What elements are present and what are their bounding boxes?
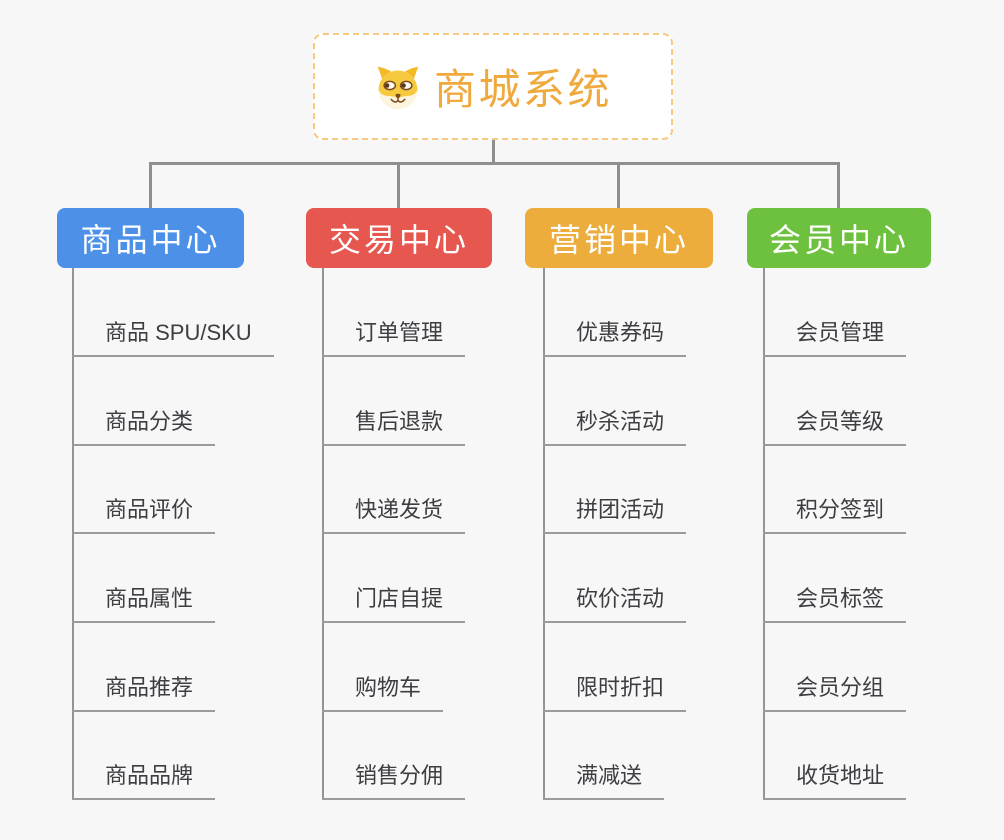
leaf-node[interactable]: 商品 SPU/SKU <box>72 320 274 357</box>
branch-drop-connector <box>397 163 400 209</box>
leaf-node[interactable]: 商品品牌 <box>72 763 216 800</box>
leaf-node[interactable]: 满减送 <box>543 763 665 800</box>
leaf-node[interactable]: 销售分佣 <box>322 763 466 800</box>
leaf-node[interactable]: 快递发货 <box>322 497 466 534</box>
branch-drop-connector <box>617 163 620 209</box>
children-spine-connector <box>543 268 545 800</box>
leaf-node[interactable]: 会员等级 <box>763 409 907 446</box>
branch-drop-connector <box>149 163 152 209</box>
children-spine-connector <box>322 268 324 800</box>
leaf-node[interactable]: 会员管理 <box>763 320 907 357</box>
leaf-node[interactable]: 商品推荐 <box>72 675 216 712</box>
leaf-node[interactable]: 拼团活动 <box>543 497 687 534</box>
leaf-node[interactable]: 秒杀活动 <box>543 409 687 446</box>
leaf-node[interactable]: 收货地址 <box>763 763 907 800</box>
root-node-title: 商城系统 <box>433 66 612 113</box>
branch-node-product-center[interactable]: 商品中心 <box>57 208 244 268</box>
leaf-node[interactable]: 限时折扣 <box>543 675 687 712</box>
leaf-node[interactable]: 商品评价 <box>72 497 216 534</box>
branch-node-marketing-center[interactable]: 营销中心 <box>525 208 713 268</box>
leaf-node[interactable]: 购物车 <box>322 675 444 712</box>
root-stem-connector <box>492 139 495 164</box>
branch-drop-connector <box>837 163 840 209</box>
dog-face-icon <box>377 66 419 109</box>
leaf-node[interactable]: 售后退款 <box>322 409 466 446</box>
root-node-mall-system[interactable]: 商城系统 <box>313 33 673 140</box>
branch-node-trade-center[interactable]: 交易中心 <box>306 208 492 268</box>
leaf-node[interactable]: 订单管理 <box>322 320 466 357</box>
leaf-node[interactable]: 商品分类 <box>72 409 216 446</box>
leaf-node[interactable]: 会员标签 <box>763 586 907 623</box>
leaf-node[interactable]: 砍价活动 <box>543 586 687 623</box>
leaf-node[interactable]: 会员分组 <box>763 675 907 712</box>
leaf-node[interactable]: 商品属性 <box>72 586 216 623</box>
branch-node-member-center[interactable]: 会员中心 <box>747 208 931 268</box>
leaf-node[interactable]: 积分签到 <box>763 497 907 534</box>
branch-horizontal-connector <box>149 162 840 165</box>
leaf-node[interactable]: 优惠券码 <box>543 320 687 357</box>
leaf-node[interactable]: 门店自提 <box>322 586 466 623</box>
children-spine-connector <box>763 268 765 800</box>
children-spine-connector <box>72 268 74 800</box>
